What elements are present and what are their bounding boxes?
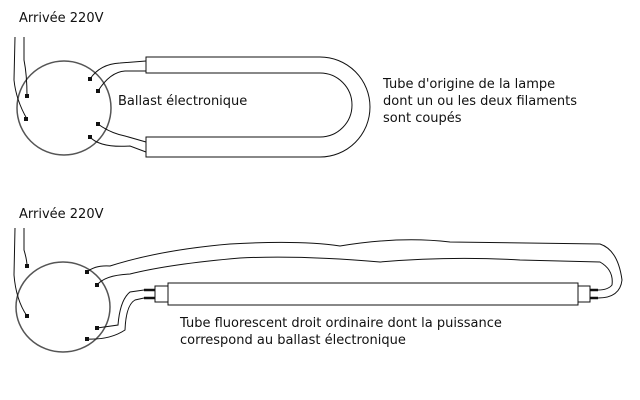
terminal [85,270,89,274]
input-wire-1b [23,37,28,97]
terminal [95,326,99,330]
terminal [96,89,100,93]
tube-wire-1c [97,123,147,143]
tube-wire-2c [96,289,145,329]
tube-cap-left [154,285,169,303]
tube-note-1-line-3: sont coupés [383,111,462,126]
tube-note-2-line-2: correspond au ballast électronique [180,333,406,348]
terminal [25,94,29,98]
tube-cap-right [577,285,591,303]
terminal [25,314,29,318]
terminal [95,283,99,287]
tube-note-1-line-2: dont un ou les deux filaments [383,94,577,109]
tube-wire-2d [86,297,145,340]
tube-note-1-line-1: Tube d'origine de la lampe [383,77,556,92]
ballast-circle-1 [16,60,112,156]
input-wire-2b [23,228,28,267]
input-wire-2a [13,227,28,317]
tube-note-2-line-1: Tube fluorescent droit ordinaire dont la… [180,316,502,331]
terminal [96,122,100,126]
tube-pins [144,288,598,300]
tube-wire-2b [96,256,613,291]
tube-wire-1b [97,70,146,92]
straight-tube [167,282,579,306]
terminal [85,337,89,341]
ballast-circle-2 [15,261,111,353]
tube-wire-1d [89,136,147,153]
input-label-2: Arrivée 220V [19,207,104,222]
u-tube [145,56,371,158]
tube-wire-2a [86,239,623,299]
terminal [88,135,92,139]
input-label-1: Arrivée 220V [19,11,104,26]
terminals [24,77,100,341]
tube-wire-1a [89,60,147,80]
input-wire-1a [13,36,28,120]
terminal [25,264,29,268]
terminal [88,77,92,81]
terminal [24,117,28,121]
ballast-label: Ballast électronique [118,94,248,109]
